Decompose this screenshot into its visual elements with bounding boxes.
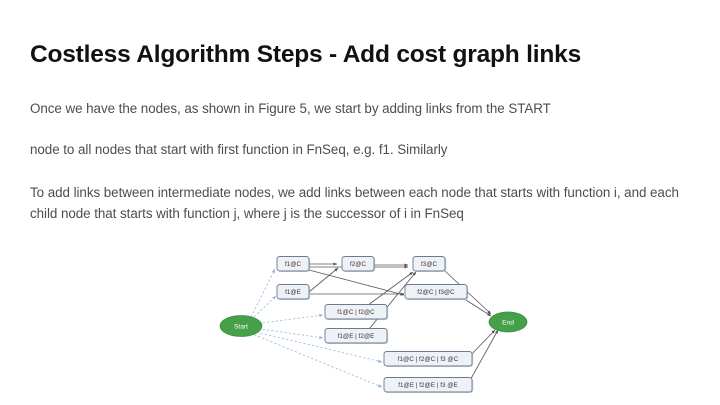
graph-node-f2c[interactable]: f2@C <box>341 256 376 272</box>
graph-node-end[interactable]: End <box>488 311 528 333</box>
graph-node-f1ef2e-label: f1@E | f2@E <box>338 333 375 340</box>
edge-start-to-f1cf2cf3c <box>251 330 383 363</box>
graph-node-f3c-label: f3@C <box>421 261 438 268</box>
graph-node-start-label: Start <box>234 323 248 330</box>
edge-f1c-to-f2cf3c <box>308 269 405 296</box>
graph-node-f1e-label: f1@E <box>285 289 301 296</box>
edge-f1e-to-f2c <box>308 267 339 293</box>
edge-start-to-f1cf2c <box>253 313 324 325</box>
page-title: Costless Algorithm Steps - Add cost grap… <box>30 41 582 68</box>
cost-graph-diagram: Start End f1@C f2@C <box>205 248 545 403</box>
edge-f1ef2ef3e-to-end <box>467 329 499 385</box>
graph-node-f1cf2cf3c-label: f1@C | f2@C | f3 @C <box>398 356 459 363</box>
paragraph-1-line-2: node to all nodes that start with first … <box>30 142 448 157</box>
graph-node-f1ef2e[interactable]: f1@E | f2@E <box>324 328 389 344</box>
edge-f1ef2e-to-f3c <box>364 271 417 335</box>
graph-node-f2cf3c-label: f2@C | f3@C <box>417 289 455 296</box>
graph-node-f1ef2ef3e[interactable]: f1@E | f2@E | f3 @E <box>383 377 474 393</box>
paragraph-2: To add links between intermediate nodes,… <box>30 185 679 221</box>
start-edges-group <box>248 268 383 388</box>
paragraph-1-line-1: Once we have the nodes, as shown in Figu… <box>30 101 551 116</box>
graph-node-f1c-label: f1@C <box>285 261 302 268</box>
graph-node-f3c[interactable]: f3@C <box>412 256 447 272</box>
graph-node-f1ef2ef3e-label: f1@E | f2@E | f3 @E <box>398 382 457 389</box>
edge-start-to-f1ef2e <box>253 327 324 340</box>
edge-start-to-f1ef2ef3e <box>249 332 383 388</box>
graph-node-f1cf2c[interactable]: f1@C | f2@C <box>324 304 389 320</box>
graph-node-f1c[interactable]: f1@C <box>276 256 311 272</box>
edge-start-to-f1e <box>250 295 277 321</box>
graph-node-end-label: End <box>502 319 514 326</box>
edge-start-to-f1c <box>248 268 276 322</box>
graph-node-f2cf3c[interactable]: f2@C | f3@C <box>404 284 469 300</box>
graph-node-f1cf2cf3c[interactable]: f1@C | f2@C | f3 @C <box>383 351 474 367</box>
graph-node-start[interactable]: Start <box>219 315 263 337</box>
graph-node-f1e[interactable]: f1@E <box>276 284 311 300</box>
graph-node-f2c-label: f2@C <box>350 261 367 268</box>
graph-node-f1cf2c-label: f1@C | f2@C <box>337 309 375 316</box>
edge-f2cf3c-to-end <box>465 299 492 317</box>
